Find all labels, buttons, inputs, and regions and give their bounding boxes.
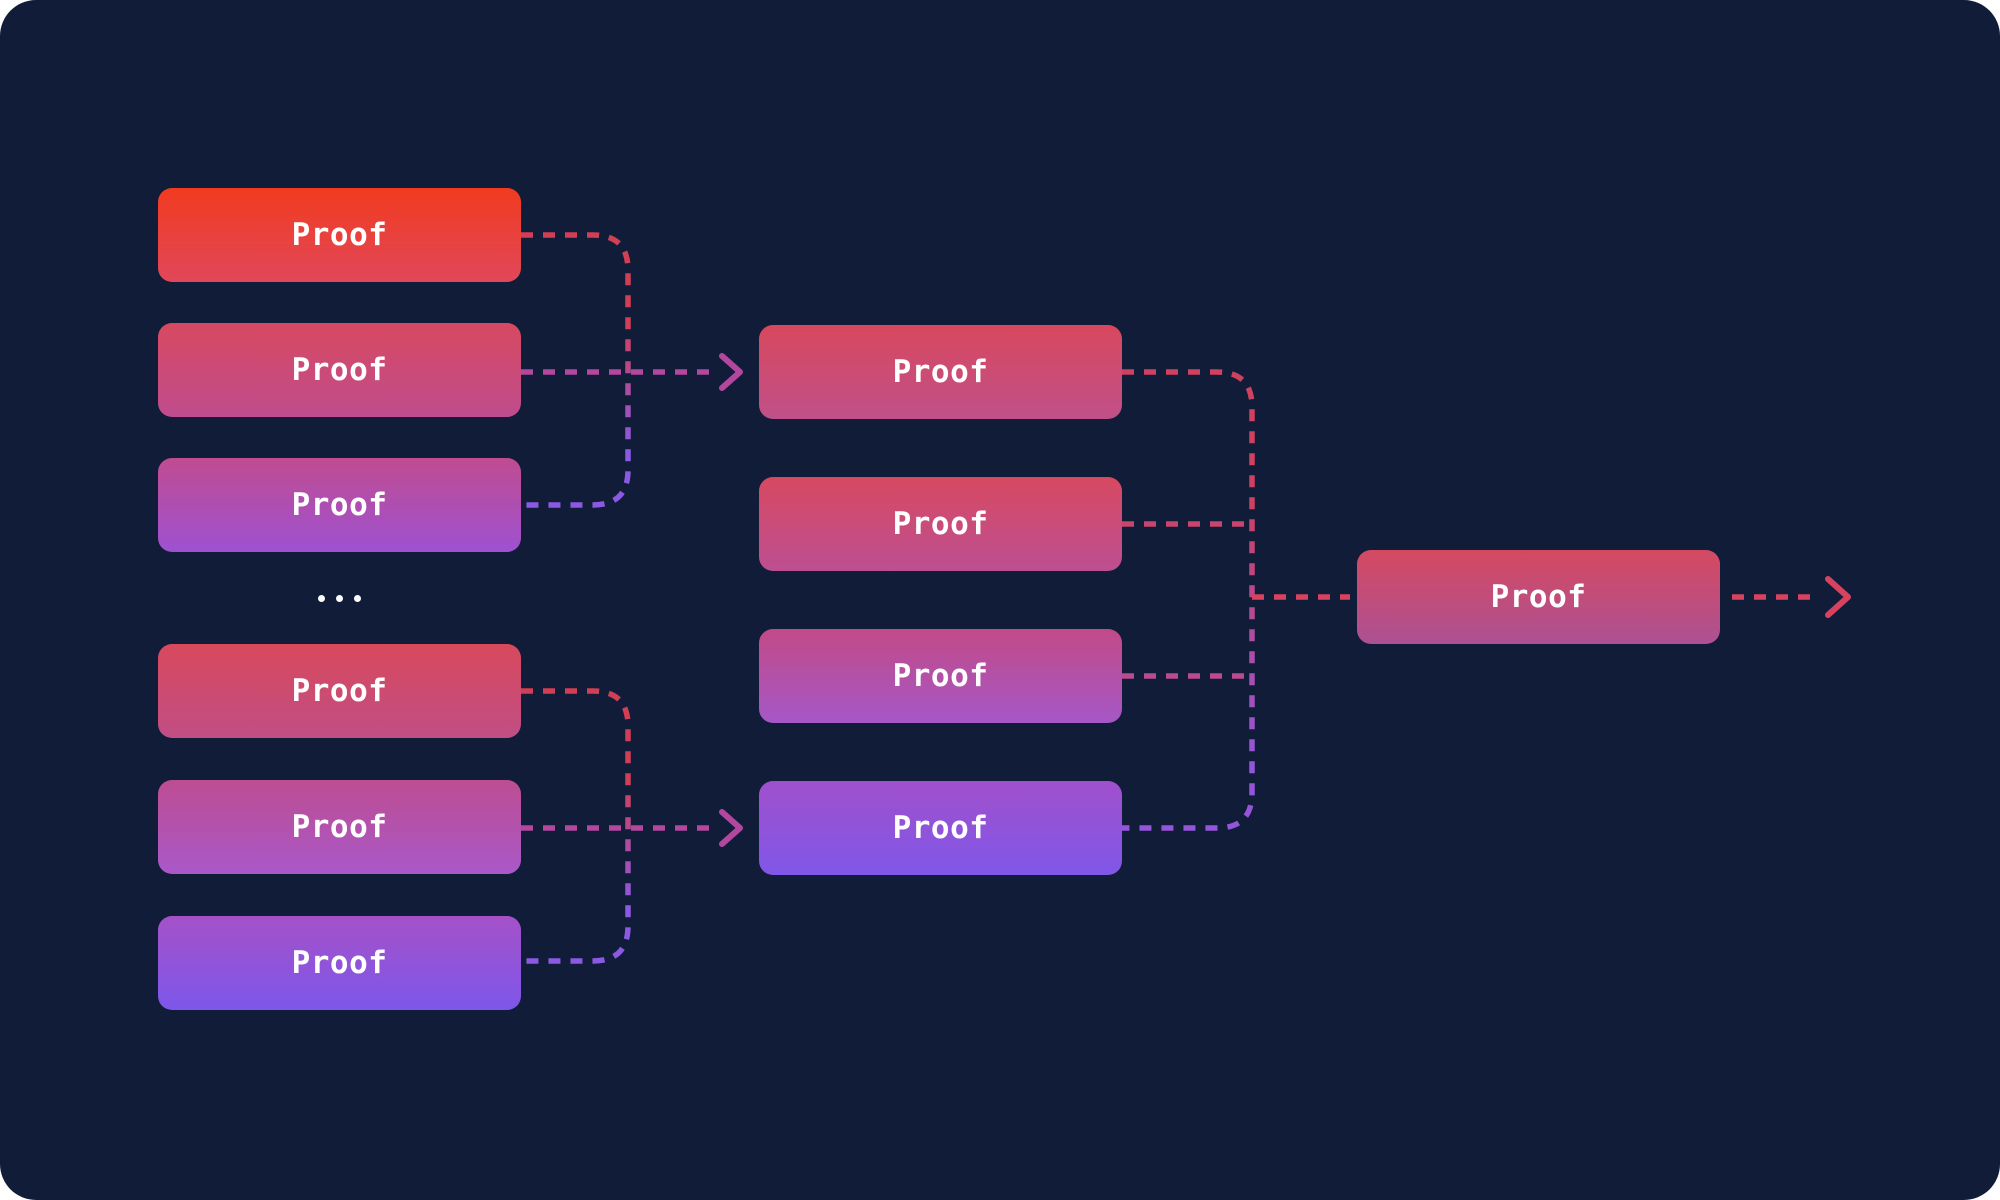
proof-node-label: Proof [291, 944, 388, 981]
proof-node-label: Proof [291, 351, 388, 388]
chevron-right-icon [719, 353, 743, 391]
proof-node-label: Proof [892, 657, 989, 694]
proof-node-label: Proof [291, 672, 388, 709]
ellipsis-dot [336, 595, 343, 602]
proof-node-middle-1: Proof [759, 325, 1122, 419]
chevron-right-icon [1825, 576, 1851, 618]
ellipsis-icon [318, 595, 361, 602]
proof-node-label: Proof [892, 505, 989, 542]
proof-node-left-6: Proof [158, 916, 521, 1010]
ellipsis-dot [318, 595, 325, 602]
proof-node-final: Proof [1357, 550, 1720, 644]
proof-node-label: Proof [291, 808, 388, 845]
ellipsis-dot [354, 595, 361, 602]
connector-group3-merge [1122, 369, 1255, 831]
proof-node-middle-3: Proof [759, 629, 1122, 723]
proof-node-left-5: Proof [158, 780, 521, 874]
proof-node-label: Proof [1490, 578, 1587, 615]
connector-group1-merge [521, 232, 631, 508]
proof-node-left-2: Proof [158, 323, 521, 417]
proof-node-middle-2: Proof [759, 477, 1122, 571]
proof-node-label: Proof [291, 486, 388, 523]
chevron-right-icon [719, 809, 743, 847]
proof-node-left-1: Proof [158, 188, 521, 282]
proof-node-label: Proof [291, 216, 388, 253]
proof-node-label: Proof [892, 353, 989, 390]
proof-node-left-3: Proof [158, 458, 521, 552]
connector-group2-merge [521, 688, 631, 964]
proof-node-middle-4: Proof [759, 781, 1122, 875]
proof-node-left-4: Proof [158, 644, 521, 738]
proof-node-label: Proof [892, 809, 989, 846]
